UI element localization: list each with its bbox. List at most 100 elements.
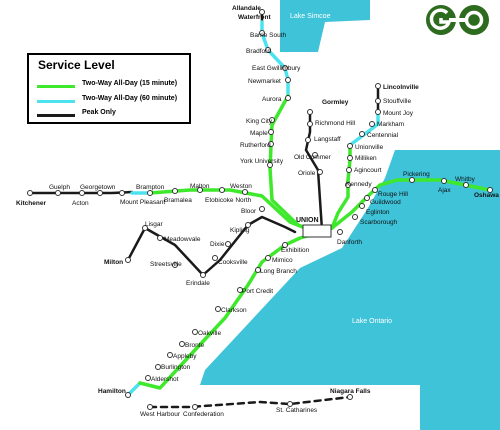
label-gormley: Gormley (322, 99, 349, 106)
label-oshawa: Oshawa (474, 192, 499, 199)
label-cooksville: Cooksville (218, 259, 248, 266)
station-erindale[interactable] (200, 272, 206, 278)
label-ajax: Ajax (438, 187, 451, 194)
station-milton[interactable] (125, 257, 131, 263)
station-whitby[interactable] (463, 182, 469, 188)
station-aurora[interactable] (285, 95, 291, 101)
label-kipling: Kipling (230, 227, 250, 234)
station-confederation[interactable] (192, 404, 198, 410)
station-ajax[interactable] (441, 178, 447, 184)
label-allandale-line2: Waterfront (238, 14, 271, 21)
label-richmond-hill: Richmond Hill (315, 120, 356, 127)
label-stouffville: Stouffville (383, 98, 411, 105)
station-weston[interactable] (242, 189, 248, 195)
station-bloor[interactable] (259, 206, 265, 212)
label-aldershot: Aldershot (151, 376, 179, 383)
station-kennedy[interactable] (345, 182, 351, 188)
station-st-catharines[interactable] (287, 401, 293, 407)
legend-label-60min: Two-Way All-Day (60 minute) (82, 95, 178, 102)
station-bramalea[interactable] (172, 188, 178, 194)
label-georgetown: Georgetown (80, 184, 116, 191)
station-burlington[interactable] (155, 364, 161, 370)
station-mount-joy[interactable] (375, 109, 381, 115)
label-east-gwillimbury: East Gwillimbury (252, 65, 301, 72)
label-erindale: Erindale (186, 280, 210, 287)
label-pickering: Pickering (403, 171, 430, 178)
station-rouge-hill[interactable] (372, 187, 378, 193)
stouffville-cyan (348, 113, 380, 147)
station-lisgar[interactable] (142, 225, 148, 231)
station-east-gwillimbury[interactable] (282, 65, 288, 71)
station-dixie[interactable] (225, 241, 231, 247)
station-west-harbour[interactable] (147, 404, 153, 410)
station-eglinton[interactable] (359, 203, 365, 209)
station-brampton[interactable] (147, 190, 153, 196)
label-weston: Weston (230, 183, 252, 190)
station-unionville[interactable] (347, 143, 353, 149)
label-aurora: Aurora (262, 96, 282, 103)
station-rutherford[interactable] (268, 141, 274, 147)
station-etobicoke-north[interactable] (219, 187, 225, 193)
station-milliken[interactable] (347, 155, 353, 161)
station-pickering[interactable] (409, 177, 415, 183)
station-cooksville[interactable] (212, 255, 218, 261)
station-centennial[interactable] (359, 131, 365, 137)
station-mimico[interactable] (265, 255, 271, 261)
station-guildwood[interactable] (364, 195, 370, 201)
station-exhibition[interactable] (282, 242, 288, 248)
label-bramalea: Bramalea (164, 197, 192, 204)
station-niagara-falls[interactable] (347, 394, 353, 400)
label-barrie-south: Barrie South (250, 32, 287, 39)
station-hamilton[interactable] (125, 392, 131, 398)
station-old-cummer[interactable] (312, 152, 318, 158)
station-aldershot[interactable] (145, 375, 151, 381)
station-barrie-south[interactable] (259, 30, 265, 36)
station-appleby[interactable] (167, 352, 173, 358)
station-acton[interactable] (79, 190, 85, 196)
lakeshore-east (330, 178, 492, 230)
station-guelph[interactable] (55, 190, 61, 196)
station-bronte[interactable] (179, 341, 185, 347)
station-markham[interactable] (369, 121, 375, 127)
station-allandale[interactable] (259, 9, 265, 15)
station-meadowvale[interactable] (157, 235, 163, 241)
station-port-credit[interactable] (237, 287, 243, 293)
label-oakville: Oakville (198, 330, 222, 337)
station-newmarket[interactable] (285, 77, 291, 83)
station-kitchener[interactable] (27, 190, 33, 196)
station-lincolnville[interactable] (375, 83, 381, 89)
station-king-city[interactable] (269, 117, 275, 123)
station-richmond-hill[interactable] (307, 121, 313, 127)
label-west-harbour: West Harbour (140, 411, 181, 418)
label-hamilton: Hamilton (98, 388, 126, 395)
station-oakville[interactable] (192, 329, 198, 335)
label-bloor: Bloor (241, 208, 257, 215)
station-agincourt[interactable] (346, 167, 352, 173)
station-streetsville[interactable] (172, 262, 178, 268)
station-gormley[interactable] (307, 109, 313, 115)
station-labels: Lake Simcoe Lake Ontario Allandale Barri… (16, 5, 499, 418)
station-maple[interactable] (268, 129, 274, 135)
label-port-credit: Port Credit (242, 288, 273, 295)
station-long-branch[interactable] (255, 267, 261, 273)
label-burlington: Burlington (161, 364, 191, 371)
station-kipling[interactable] (245, 222, 251, 228)
station-oriole[interactable] (317, 169, 323, 175)
union-station-box[interactable] (302, 224, 332, 238)
label-streetsville: Streetsville (150, 261, 182, 268)
station-scarborough[interactable] (352, 214, 358, 220)
station-georgetown[interactable] (97, 190, 103, 196)
label-king-city: King City (246, 118, 273, 125)
station-mount-pleasant[interactable] (119, 190, 125, 196)
station-malton[interactable] (197, 187, 203, 193)
label-exhibition: Exhibition (281, 247, 310, 254)
station-bradford[interactable] (265, 47, 271, 53)
lake-simcoe (280, 0, 370, 52)
station-stouffville[interactable] (375, 98, 381, 104)
station-langstaff[interactable] (305, 137, 311, 143)
legend-title: Service Level (38, 58, 115, 72)
station-danforth[interactable] (337, 229, 343, 235)
station-oshawa[interactable] (487, 187, 493, 193)
station-york-university[interactable] (267, 162, 273, 168)
station-clarkson[interactable] (215, 306, 221, 312)
